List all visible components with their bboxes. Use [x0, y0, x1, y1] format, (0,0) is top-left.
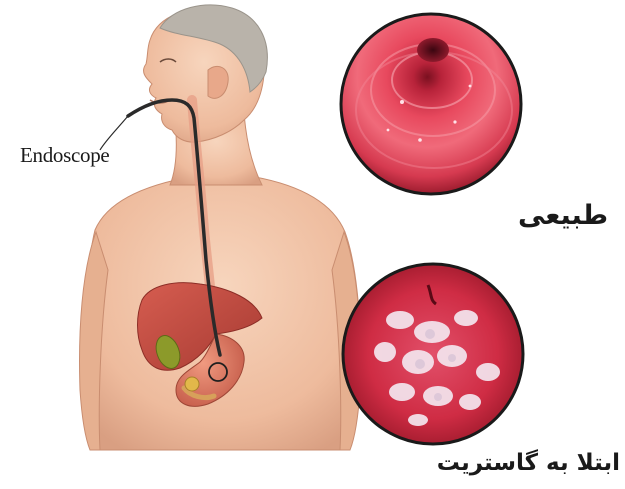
lumen [417, 38, 449, 62]
normal-view-label: طبیعی [498, 200, 608, 231]
human-torso-illustration [80, 5, 361, 450]
gastritis-view-label: ابتلا به گاستریت [470, 450, 620, 476]
endoscope-label: Endoscope [20, 143, 109, 168]
pancreas-hint [185, 377, 199, 391]
gastritis-endoscopic-view [343, 264, 523, 444]
normal-stomach-endoscopic-view [341, 14, 521, 194]
